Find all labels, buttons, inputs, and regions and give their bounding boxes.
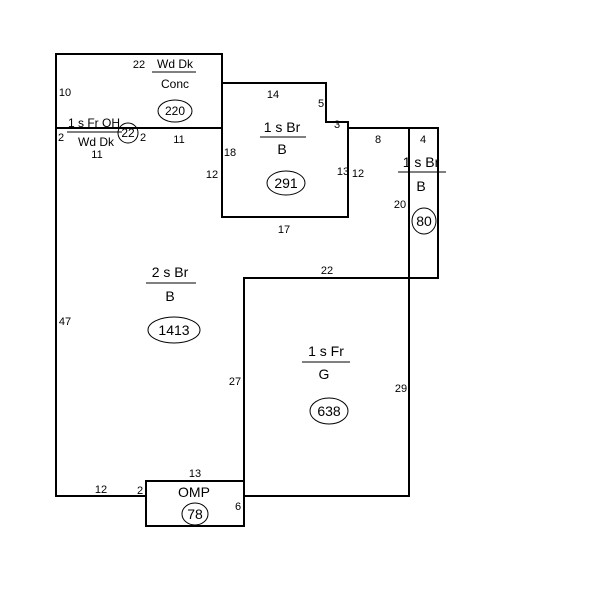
dim-br291-step-top: 3 (334, 119, 340, 131)
dim-br291-top: 14 (267, 89, 279, 101)
br80-area-value: 80 (416, 213, 432, 229)
dim-br291-left-lower: 12 (206, 169, 218, 181)
main-label-line2: B (165, 288, 174, 304)
br291-label-line2: B (277, 141, 286, 157)
dim-deck-top: 22 (133, 59, 145, 71)
bedroom-80-outline (348, 127, 439, 279)
omp-area-ellipse (181, 502, 209, 526)
br291-area-value: 291 (274, 175, 298, 191)
dim-deck-left: 10 (59, 87, 71, 99)
main-area-ellipse (147, 316, 201, 344)
dim-main-bottom: 12 (95, 484, 107, 496)
dim-br291-left-upper: 18 (224, 147, 236, 159)
dim-br291-step: 5 (318, 98, 324, 110)
overhang-area-value: 22 (121, 126, 135, 140)
dim-oh-left: 2 (58, 132, 64, 144)
garage-area-value: 638 (317, 403, 341, 419)
garage-outline (243, 277, 410, 497)
main-area-value: 1413 (158, 322, 189, 338)
deck-label-line1: Wd Dk (157, 57, 194, 71)
garage-label-line1: 1 s Fr (308, 343, 344, 359)
deck-area-value: 220 (165, 104, 185, 118)
dim-br291-right-a: 13 (337, 166, 349, 178)
omp-outline (145, 480, 245, 527)
br80-area-ellipse (411, 207, 437, 235)
omp-area-value: 78 (187, 506, 203, 522)
bedroom-291-outline (221, 82, 349, 218)
br291-label-line1: 1 s Br (264, 119, 301, 135)
deck-area-ellipse (157, 99, 193, 123)
dim-garage-right: 29 (395, 383, 407, 395)
dim-garage-top: 22 (321, 265, 333, 277)
br80-label-line1: 1 s Br (403, 154, 440, 170)
overhang-label-line2: Wd Dk (78, 135, 115, 149)
garage-area-ellipse (309, 397, 349, 425)
dim-br291-bottom: 17 (278, 224, 290, 236)
br80-label-line2: B (416, 178, 425, 194)
dim-oh-bottom: 11 (91, 149, 102, 161)
dim-garage-left: 27 (229, 376, 241, 388)
dim-omp-right: 6 (235, 501, 241, 513)
dim-br80-left: 20 (394, 199, 406, 211)
deck-label-line2: Conc (161, 77, 189, 91)
dim-br80-top: 4 (420, 134, 426, 146)
dim-br80-left-top: 8 (375, 134, 381, 146)
dim-br291-right-b: 12 (352, 168, 364, 180)
overhang-area-ellipse (117, 122, 139, 144)
main-label-line1: 2 s Br (152, 264, 189, 280)
dim-main-left: 47 (59, 316, 71, 328)
overhang-label-line1: 1 s Fr OH (68, 116, 120, 130)
br291-area-ellipse (266, 170, 306, 196)
garage-label-line2: G (319, 366, 330, 382)
dim-omp-top: 13 (189, 468, 201, 480)
omp-label: OMP (178, 484, 210, 500)
dim-oh-right: 2 (140, 132, 146, 144)
dim-omp-left: 2 (137, 485, 143, 497)
dim-deck-bottom: 11 (173, 134, 184, 146)
